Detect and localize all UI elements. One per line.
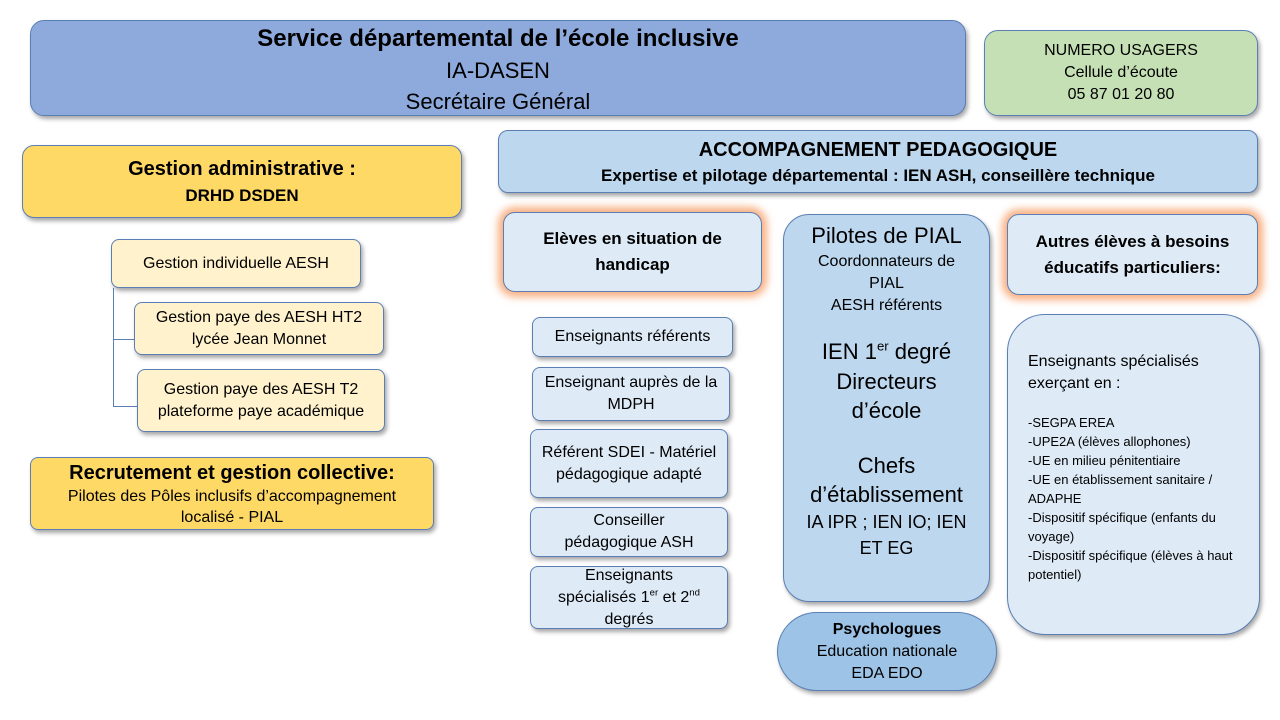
pilotes-pial-line2: Coordonnateurs de PIAL xyxy=(818,253,955,292)
gestion-item-aesh-individuelle: Gestion individuelle AESH xyxy=(111,239,361,288)
numero-usagers-phone: 05 87 01 20 80 xyxy=(1067,86,1175,103)
autres-eleves-list-box: Enseignants spécialisés exerçant en : -S… xyxy=(1007,314,1260,635)
pilotes-pial-line3: AESH référents xyxy=(830,297,943,314)
gestion-item-line1: Gestion individuelle AESH xyxy=(143,254,329,272)
accompagnement-box: ACCOMPAGNEMENT PEDAGOGIQUE Expertise et … xyxy=(498,130,1258,193)
eleves-handicap-title: Elèves en situation de handicap xyxy=(543,229,722,274)
eleves-item-mdph: Enseignant auprès de la MDPH xyxy=(532,367,730,421)
header-line2: IA-DASEN xyxy=(446,58,550,83)
header-line3: Secrétaire Général xyxy=(405,89,591,114)
gestion-item-paye-t2: Gestion paye des AESH T2 plateforme paye… xyxy=(137,369,385,432)
eleves-item-conseiller-ash: Conseiller pédagogique ASH xyxy=(530,507,728,557)
list-item: -SEGPA EREA xyxy=(1028,415,1115,430)
tree-connector-vertical xyxy=(113,288,114,407)
eleves-item-enseignants-specialises: Enseignants spécialisés 1er et 2nd degré… xyxy=(530,566,728,629)
gestion-item-line2: lycée Jean Monnet xyxy=(191,330,327,348)
eleves-item-label: Enseignants référents xyxy=(554,328,711,345)
eleves-item-label: Enseignants spécialisés 1er et 2nd degré… xyxy=(558,566,700,628)
gestion-item-line1: Gestion paye des AESH HT2 xyxy=(155,308,363,326)
eleves-handicap-box: Elèves en situation de handicap xyxy=(503,212,762,292)
pilotes-pial-box: Pilotes de PIAL Coordonnateurs de PIAL A… xyxy=(783,214,990,602)
tree-connector-h1 xyxy=(113,339,134,340)
list-item: -UE en milieu pénitentiaire xyxy=(1028,453,1181,468)
eleves-item-enseignants-referents: Enseignants référents xyxy=(532,317,733,357)
gestion-item-paye-ht2: Gestion paye des AESH HT2 lycée Jean Mon… xyxy=(134,302,384,355)
autres-eleves-title: Autres élèves à besoins éducatifs partic… xyxy=(1035,231,1230,277)
header-title: Service départemental de l’école inclusi… xyxy=(257,25,739,52)
numero-usagers-title: NUMERO USAGERS xyxy=(1044,42,1198,59)
pilotes-pial-ia: IA IPR ; IEN IO; IEN ET EG xyxy=(806,512,967,558)
gestion-item-line2: plateforme paye académique xyxy=(157,402,365,420)
eleves-item-label: Enseignant auprès de la MDPH xyxy=(544,374,718,413)
eleves-item-sdei: Référent SDEI - Matériel pédagogique ada… xyxy=(530,429,728,498)
pilotes-pial-directeurs: Directeurs d’école xyxy=(836,369,937,423)
pilotes-pial-title: Pilotes de PIAL xyxy=(811,223,962,248)
autres-eleves-intro: Enseignants spécialisés exerçant en : xyxy=(1028,353,1199,392)
list-item: -Dispositif spécifique (élèves à haut po… xyxy=(1028,548,1233,582)
header-box: Service départemental de l’école inclusi… xyxy=(30,20,966,116)
list-item: -UPE2A (élèves allophones) xyxy=(1028,434,1191,449)
pilotes-pial-ien: IEN 1er degré xyxy=(821,338,952,364)
numero-usagers-box: NUMERO USAGERS Cellule d’écoute 05 87 01… xyxy=(984,30,1258,116)
recrutement-body: Pilotes des Pôles inclusifs d’accompagne… xyxy=(67,487,397,526)
psychologues-line2: Education nationale xyxy=(816,642,958,660)
list-item: -Dispositif spécifique (enfants du voyag… xyxy=(1028,510,1216,544)
accompagnement-subtitle: Expertise et pilotage départemental : IE… xyxy=(601,165,1155,185)
psychologues-line3: EDA EDO xyxy=(851,664,923,682)
psychologues-box: Psychologues Education nationale EDA EDO xyxy=(777,612,997,691)
recrutement-title: Recrutement et gestion collective: xyxy=(69,461,395,484)
gestion-admin-title: Gestion administrative : xyxy=(128,157,356,180)
accompagnement-title: ACCOMPAGNEMENT PEDAGOGIQUE xyxy=(698,138,1058,161)
eleves-item-label: Référent SDEI - Matériel pédagogique ada… xyxy=(541,443,717,483)
tree-connector-h2 xyxy=(113,406,137,407)
psychologues-title: Psychologues xyxy=(832,620,942,638)
gestion-admin-subtitle: DRHD DSDEN xyxy=(185,185,299,205)
eleves-item-label: Conseiller pédagogique ASH xyxy=(564,512,694,551)
gestion-admin-box: Gestion administrative : DRHD DSDEN xyxy=(22,145,462,218)
gestion-item-line1: Gestion paye des AESH T2 xyxy=(163,380,359,398)
pilotes-pial-chefs: Chefs d’établissement xyxy=(810,453,963,507)
recrutement-box: Recrutement et gestion collective: Pilot… xyxy=(30,457,434,530)
numero-usagers-line2: Cellule d’écoute xyxy=(1064,64,1178,81)
autres-eleves-box: Autres élèves à besoins éducatifs partic… xyxy=(1007,214,1258,295)
list-item: -UE en établissement sanitaire / ADAPHE xyxy=(1028,472,1213,506)
